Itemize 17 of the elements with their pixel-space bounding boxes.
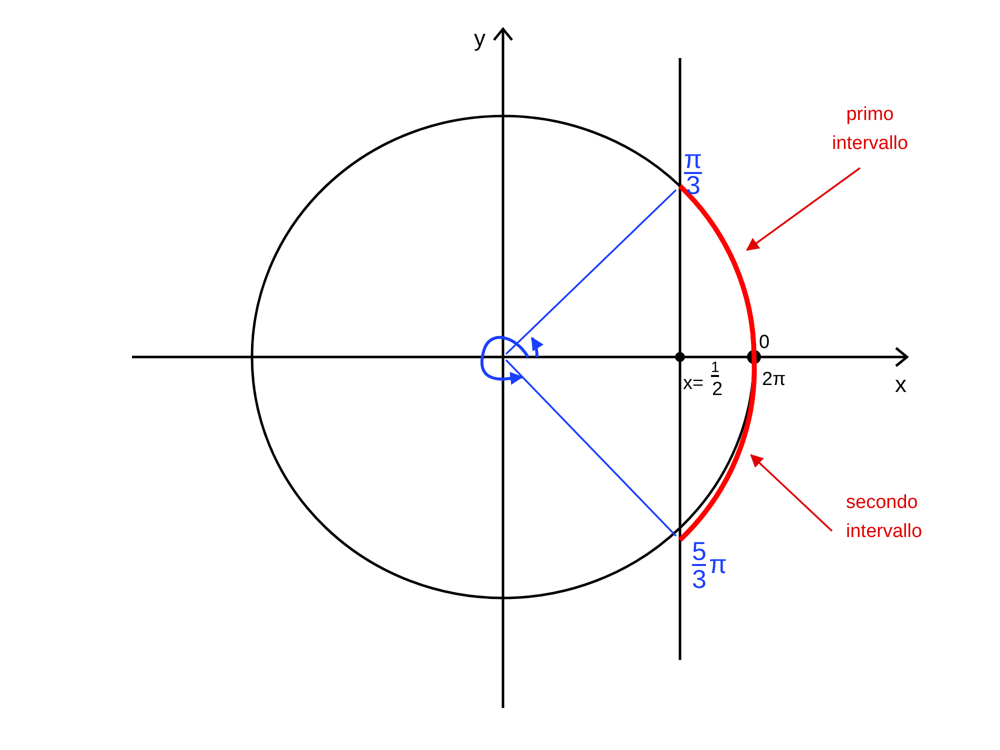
angle-label: 3 [692, 566, 706, 592]
point-label: 2 [712, 380, 723, 399]
angle-label: π [709, 551, 727, 577]
interval-label: secondo intervallo [846, 488, 966, 547]
axis-label: y [474, 27, 486, 50]
point-label: 2π [762, 370, 786, 389]
point-label: x= [683, 374, 704, 393]
angle-label: 3 [686, 172, 700, 198]
arrow [746, 167, 861, 251]
angle-label: 5 [692, 538, 706, 566]
interval-label: primo intervallo [815, 100, 925, 159]
arrow [750, 454, 833, 532]
angle-label: π [684, 146, 702, 174]
interval-arc [678, 356, 756, 542]
point-label: 0 [759, 333, 770, 352]
point-label: 1 [711, 360, 720, 377]
axis-label: x [895, 373, 906, 396]
